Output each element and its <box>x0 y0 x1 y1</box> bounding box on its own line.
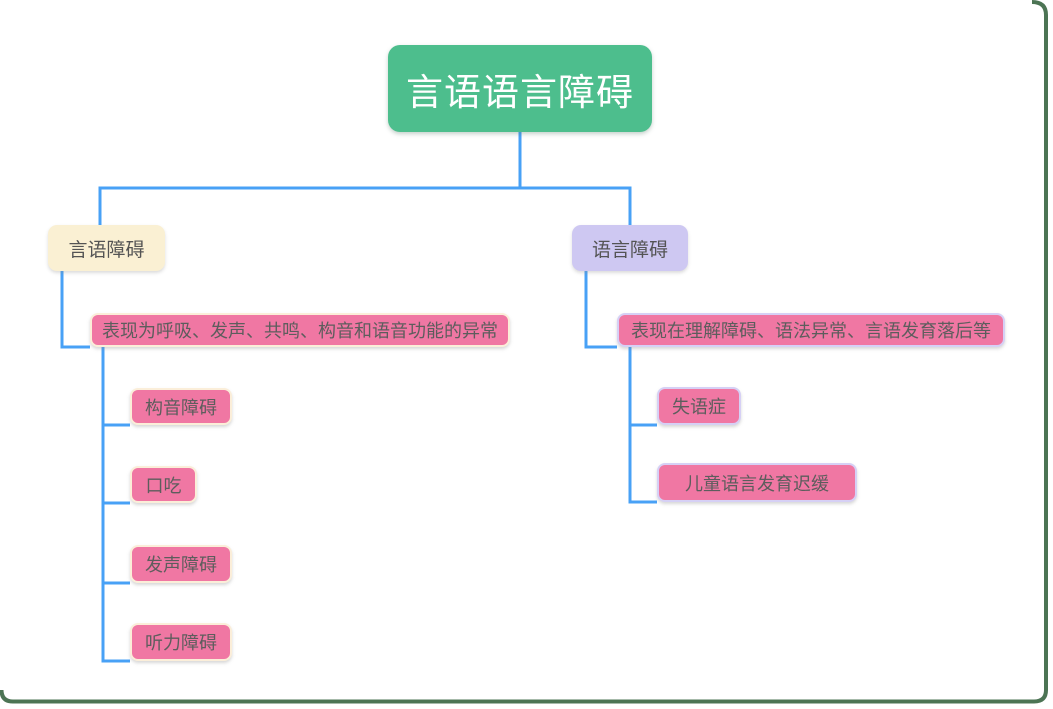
leaf-label: 失语症 <box>672 397 726 417</box>
leaf-label: 听力障碍 <box>145 633 217 653</box>
branch-node-language[interactable]: 语言障碍 <box>572 225 688 271</box>
speech-branch-connector <box>60 271 90 349</box>
leaf-node-aphasia[interactable]: 失语症 <box>657 387 741 425</box>
language-children-connector <box>628 347 657 504</box>
root-node-label: 言语语言障碍 <box>406 71 634 113</box>
speech-description-node[interactable]: 表现为呼吸、发声、共鸣、构音和语音功能的异常 <box>90 313 510 347</box>
branch-language-label: 语言障碍 <box>591 239 668 261</box>
leaf-node-hearing-disorder[interactable]: 听力障碍 <box>130 623 232 661</box>
root-node[interactable]: 言语语言障碍 <box>388 45 652 132</box>
speech-description-label: 表现为呼吸、发声、共鸣、构音和语音功能的异常 <box>102 321 498 341</box>
leaf-node-voice-disorder[interactable]: 发声障碍 <box>130 545 232 583</box>
language-branch-connector <box>584 271 617 349</box>
leaf-node-stuttering[interactable]: 口吃 <box>130 466 197 503</box>
branch-speech-label: 言语障碍 <box>68 239 145 261</box>
leaf-label: 发声障碍 <box>145 555 217 575</box>
leaf-label: 儿童语言发育迟缓 <box>685 473 829 494</box>
language-description-label: 表现在理解障碍、语法异常、言语发育落后等 <box>631 321 991 341</box>
leaf-node-articulation-disorder[interactable]: 构音障碍 <box>130 388 232 425</box>
leaf-label: 构音障碍 <box>145 397 217 418</box>
language-description-node[interactable]: 表现在理解障碍、语法异常、言语发育落后等 <box>617 313 1005 347</box>
speech-children-connector <box>101 347 130 663</box>
root-to-branches-connector <box>98 132 632 225</box>
branch-node-speech[interactable]: 言语障碍 <box>48 225 165 271</box>
leaf-label: 口吃 <box>145 475 182 496</box>
leaf-node-child-language-delay[interactable]: 儿童语言发育迟缓 <box>657 463 857 502</box>
